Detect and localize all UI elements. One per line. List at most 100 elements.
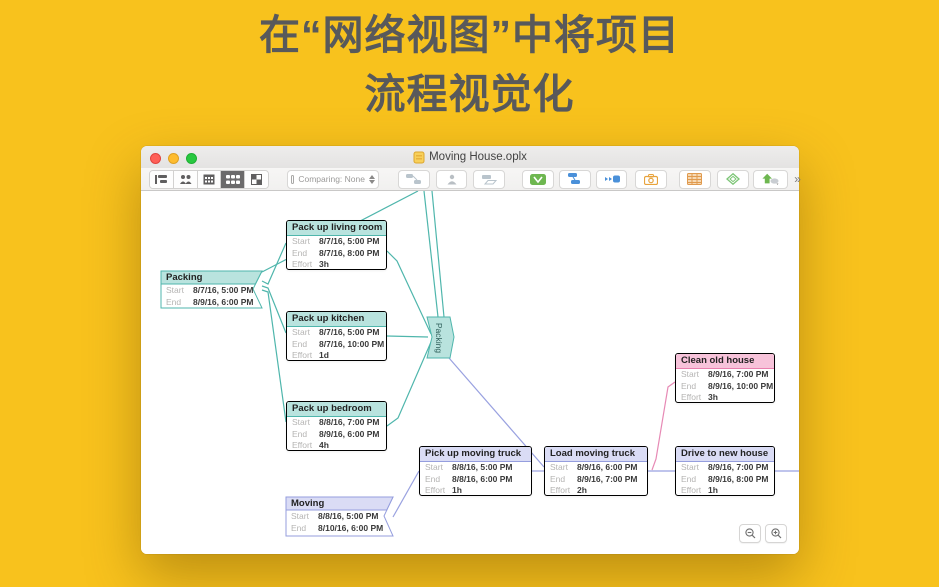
row-label: Effort: [681, 485, 702, 496]
row-value: 2h: [577, 485, 587, 496]
milestone-button[interactable]: [716, 169, 749, 189]
split-task-button[interactable]: [595, 169, 628, 189]
group-end-label: Packing: [434, 322, 444, 354]
node-row: Effort 1h: [676, 485, 774, 497]
dependency-edge: [392, 470, 420, 518]
assign-resource-button[interactable]: [435, 169, 468, 189]
dependency-edge: [261, 242, 287, 285]
row-value: 8/9/16, 7:00 PM: [577, 473, 638, 484]
node-row: End 8/9/16, 10:00 PM: [676, 381, 774, 393]
zoom-window-button[interactable]: [186, 153, 197, 164]
tab-gantt-view[interactable]: [150, 170, 174, 188]
dependency-edge: [261, 285, 287, 334]
group-end-node[interactable]: Packing: [426, 316, 455, 359]
dependency-edges: [261, 191, 799, 518]
node-title: Clean old house: [676, 354, 774, 369]
snapshot-button[interactable]: [635, 169, 668, 189]
close-button[interactable]: [150, 153, 161, 164]
hero-line-2: 流程视觉化: [364, 71, 575, 117]
split-task-icon: [604, 175, 620, 183]
node-title: Pack up kitchen: [287, 312, 386, 327]
row-label: Start: [681, 369, 699, 379]
node-row: Start 8/9/16, 7:00 PM: [676, 462, 774, 474]
dependency-edge: [386, 341, 432, 427]
styles-icon: [251, 173, 263, 185]
row-value: 8/9/16, 6:00 PM: [577, 462, 638, 472]
zoom-controls: [739, 524, 787, 543]
gantt-icon: [154, 174, 167, 184]
catch-up-button[interactable]: [522, 169, 554, 189]
dependency-edge: [423, 191, 439, 318]
toolbar: Comparing: None: [141, 168, 801, 191]
row-label: End: [291, 522, 307, 533]
row-label: End: [681, 380, 697, 391]
node-row: Effort 4h: [287, 440, 386, 452]
row-label: Effort: [292, 440, 313, 451]
zoom-out-button[interactable]: [739, 524, 761, 543]
dependency-edge: [431, 191, 445, 318]
tab-resources-view[interactable]: [173, 170, 198, 188]
connect-tasks-button[interactable]: [397, 169, 430, 189]
row-value: 1d: [319, 350, 329, 361]
row-label: End: [550, 473, 566, 484]
node-row: End 8/9/16, 7:00 PM: [545, 474, 647, 486]
tab-calendar-view[interactable]: [197, 170, 222, 188]
row-value: 8/8/16, 6:00 PM: [452, 473, 513, 484]
row-value: 1h: [452, 485, 462, 496]
connect-tasks-icon: [405, 173, 421, 184]
comparing-dropdown[interactable]: Comparing: None: [286, 169, 379, 189]
row-label: Start: [681, 462, 699, 472]
node-title: Drive to new house: [676, 447, 774, 462]
row-label: Effort: [292, 350, 313, 361]
zoom-in-icon: [770, 528, 781, 539]
node-title: Load moving truck: [545, 447, 647, 462]
row-label: End: [292, 247, 308, 258]
group-tasks-button[interactable]: [473, 169, 506, 189]
node-row: Start 8/9/16, 7:00 PM: [676, 369, 774, 381]
reschedule-button[interactable]: [558, 169, 591, 189]
zoom-in-button[interactable]: [765, 524, 787, 543]
tab-styles-view[interactable]: [245, 170, 268, 188]
row-value: 8/7/16, 5:00 PM: [319, 236, 380, 246]
node-title: Pack up living room: [287, 221, 386, 236]
toolbar-overflow-chevron[interactable]: »: [794, 172, 801, 186]
row-label: Effort: [292, 259, 313, 270]
tab-network-view[interactable]: [221, 170, 246, 188]
row-value: 8/9/16, 6:00 PM: [319, 428, 380, 439]
title-bar: Moving House.oplx: [141, 146, 799, 168]
row-value: 3h: [319, 259, 329, 270]
zoom-out-icon: [744, 528, 755, 539]
row-value: 8/9/16, 10:00 PM: [708, 380, 774, 391]
row-value: 1h: [708, 485, 718, 496]
resource-table-button[interactable]: [679, 169, 711, 189]
publish-button[interactable]: [752, 169, 789, 189]
minimize-button[interactable]: [168, 153, 179, 164]
baseline-capsule-icon: [290, 174, 295, 184]
dependency-edge: [261, 289, 287, 423]
row-value: 8/9/16, 7:00 PM: [708, 369, 769, 379]
row-label: Start: [292, 327, 310, 337]
row-value: 4h: [319, 440, 329, 451]
row-value: 8/7/16, 10:00 PM: [319, 338, 385, 349]
camera-icon: [644, 173, 659, 185]
row-value: 8/9/16, 7:00 PM: [708, 462, 769, 472]
